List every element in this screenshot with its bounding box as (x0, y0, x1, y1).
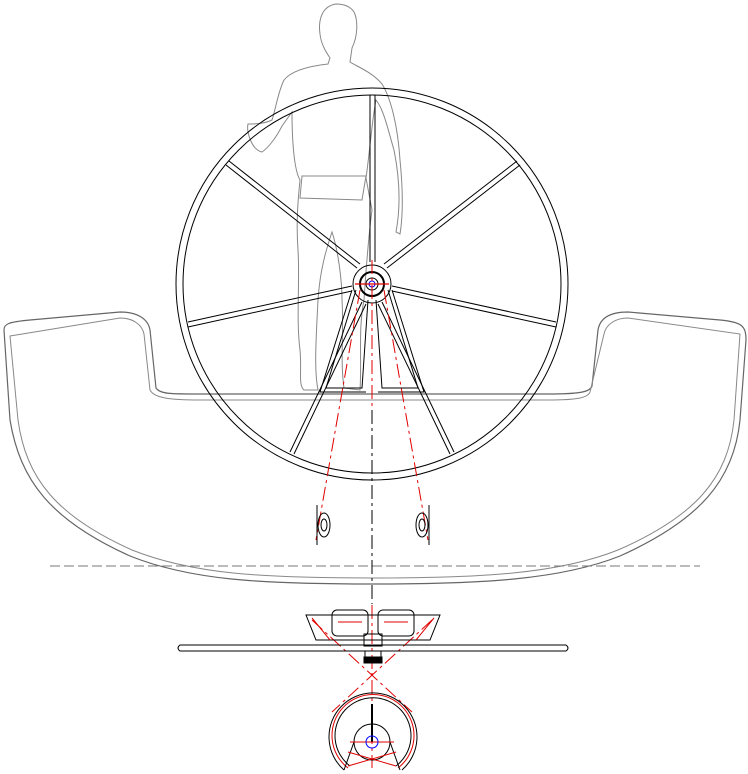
hull-section-outer (3, 311, 747, 585)
hull-section-inner (9, 317, 741, 579)
wheel-spokes (187, 95, 557, 455)
pedestal-left (325, 289, 369, 389)
axis-marker-lower-icon (365, 735, 379, 749)
centerlines (311, 260, 433, 768)
bracket-detail (328, 692, 418, 771)
human-figure-outline (247, 3, 403, 391)
steering-wheel (175, 87, 569, 481)
sensor-pod-right (415, 505, 430, 545)
disc-plate (177, 644, 569, 652)
pedestal-right (375, 289, 419, 389)
sensor-pod-left (316, 505, 331, 545)
plan-view-assembly (177, 609, 569, 664)
human-waist-outline (299, 175, 367, 201)
